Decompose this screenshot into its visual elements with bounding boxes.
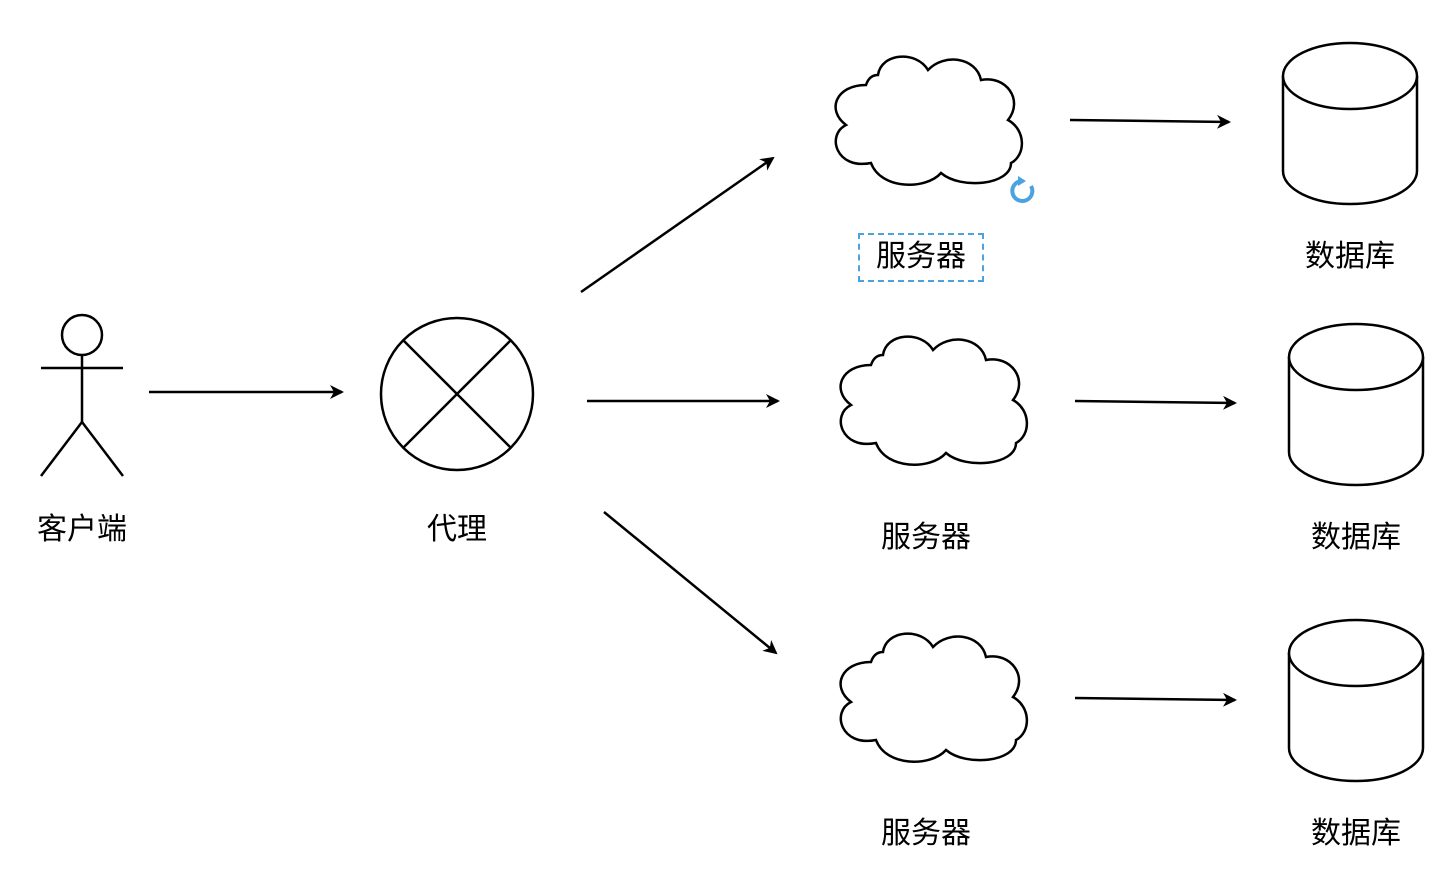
client-actor-icon[interactable]: [40, 313, 124, 477]
rotate-icon[interactable]: [1010, 176, 1035, 203]
proxy-node-icon[interactable]: [379, 316, 535, 472]
server-label-2: 服务器: [881, 520, 971, 555]
database-cylinder-icon-1[interactable]: [1281, 41, 1419, 206]
database-cylinder-icon-2[interactable]: [1287, 322, 1425, 487]
edge-server-db-3[interactable]: [1074, 692, 1237, 707]
server-label-3: 服务器: [881, 816, 971, 851]
database-cylinder-icon-3[interactable]: [1287, 618, 1425, 783]
edge-proxy-server-1[interactable]: [580, 156, 775, 294]
database-label-1: 数据库: [1305, 239, 1395, 274]
client-label: 客户端: [37, 512, 127, 547]
server-cloud-icon-2[interactable]: [839, 335, 1029, 466]
edge-server-db-2[interactable]: [1074, 395, 1237, 410]
server-cloud-icon-3[interactable]: [839, 632, 1029, 763]
selection-box[interactable]: [858, 233, 984, 282]
database-label-2: 数据库: [1311, 520, 1401, 555]
database-label-3: 数据库: [1311, 816, 1401, 851]
edge-server-db-1[interactable]: [1069, 114, 1231, 129]
proxy-label: 代理: [427, 512, 487, 547]
server-cloud-icon-1[interactable]: [834, 55, 1024, 186]
edge-proxy-server-3[interactable]: [603, 511, 778, 655]
server-label-1[interactable]: 服务器: [876, 239, 966, 274]
